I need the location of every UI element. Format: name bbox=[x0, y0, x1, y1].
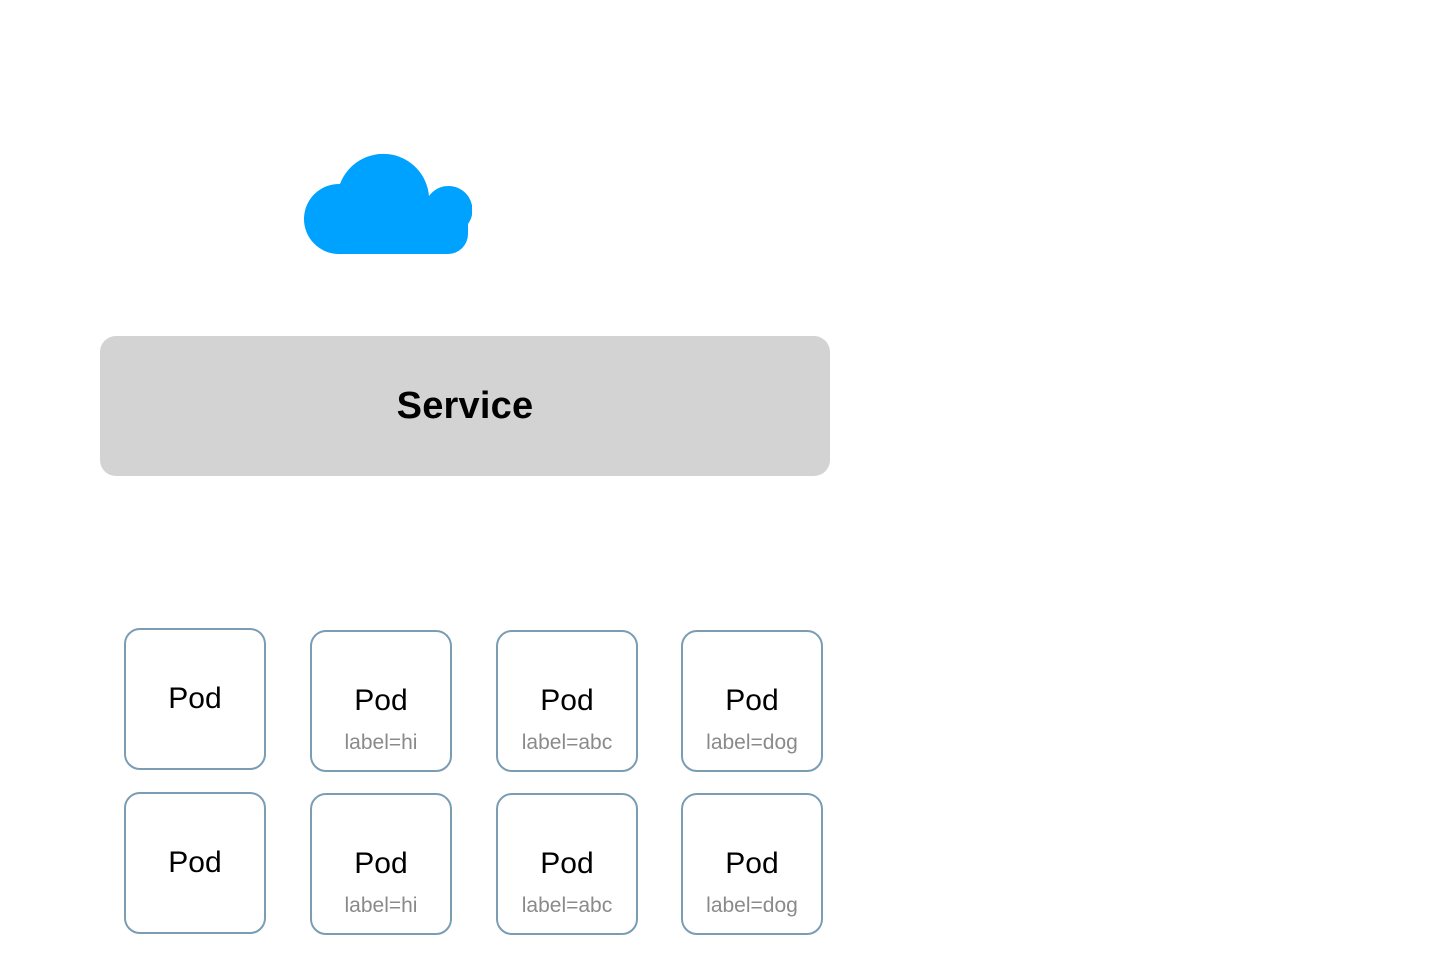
pod-box: Pod label=abc bbox=[496, 630, 638, 772]
pod-label: label=dog bbox=[706, 731, 798, 754]
pod-box: Pod bbox=[124, 792, 266, 934]
pod-box: Pod label=dog bbox=[681, 630, 823, 772]
service-box: Service bbox=[100, 336, 830, 476]
pod-box: Pod bbox=[124, 628, 266, 770]
pod-label: label=dog bbox=[706, 894, 798, 917]
pod-box: Pod label=dog bbox=[681, 793, 823, 935]
pod-title: Pod bbox=[168, 846, 222, 879]
pod-title: Pod bbox=[725, 847, 779, 880]
cloud-icon bbox=[304, 153, 472, 254]
pod-title: Pod bbox=[354, 847, 408, 880]
pod-box: Pod label=hi bbox=[310, 630, 452, 772]
pod-label: label=abc bbox=[521, 894, 613, 917]
pod-title: Pod bbox=[354, 684, 408, 717]
pod-box: Pod label=hi bbox=[310, 793, 452, 935]
pod-box: Pod label=abc bbox=[496, 793, 638, 935]
pod-title: Pod bbox=[725, 684, 779, 717]
pod-title: Pod bbox=[168, 682, 222, 715]
pod-label: label=hi bbox=[344, 894, 418, 917]
pod-label: label=abc bbox=[521, 731, 613, 754]
pod-label: label=hi bbox=[344, 731, 418, 754]
pod-title: Pod bbox=[540, 684, 594, 717]
service-label: Service bbox=[396, 384, 534, 427]
pod-title: Pod bbox=[540, 847, 594, 880]
